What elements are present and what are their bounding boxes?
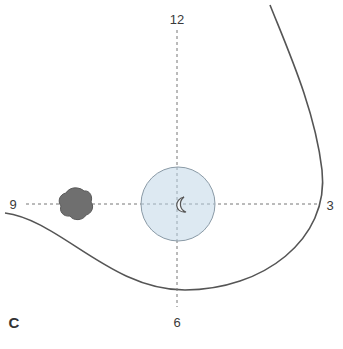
vertical-axis (177, 30, 178, 307)
nipple (177, 197, 186, 212)
breast-mass (59, 188, 92, 220)
clock-position: 6 (173, 316, 180, 329)
clock-position: 12 (170, 13, 184, 26)
figure-letter: C (9, 315, 20, 330)
clock-position: 3 (326, 199, 333, 212)
clock-position: 9 (9, 198, 16, 211)
areola (141, 167, 215, 241)
breast-outline (5, 5, 323, 290)
